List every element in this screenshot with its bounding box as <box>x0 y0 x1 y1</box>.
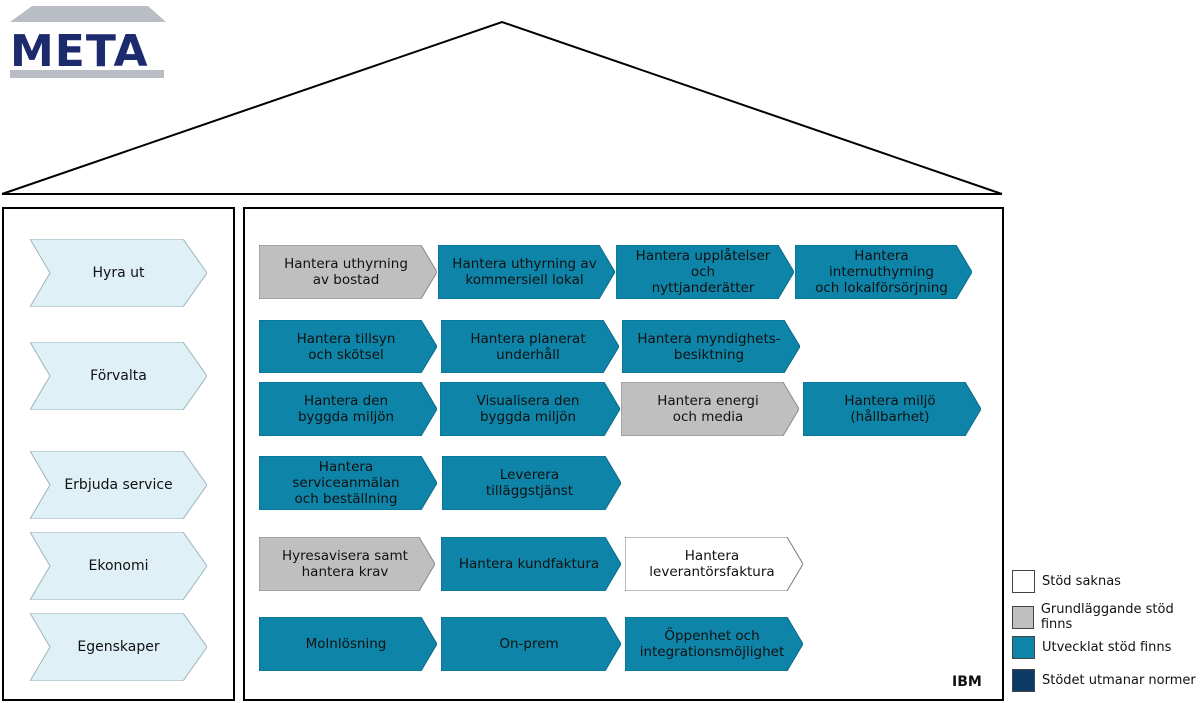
legend-label: Grundläggande stöd finns <box>1040 602 1174 632</box>
category-förvalta: Förvalta <box>30 342 207 410</box>
capability-chevron: Hantera den byggda miljön <box>259 382 437 436</box>
capability-chevron: Hantera kundfaktura <box>441 537 621 591</box>
legend-swatch <box>1012 669 1035 692</box>
category-column-frame <box>2 207 235 701</box>
capability-label: Hantera upplåtelser och nyttjanderätter <box>635 248 771 296</box>
capability-chevron: Hantera upplåtelser och nyttjanderätter <box>616 245 794 299</box>
category-label: Erbjuda service <box>64 477 173 493</box>
legend-label: Utvecklat stöd finns <box>1042 640 1172 655</box>
capability-chevron: Hantera planerat underhåll <box>441 320 619 373</box>
legend-item: Grundläggande stöd finns <box>1012 602 1200 632</box>
capability-chevron: Hantera leverantörsfaktura <box>625 537 803 591</box>
capability-chevron: Hantera energi och media <box>621 382 799 436</box>
capability-label: Hantera serviceanmälan och beställning <box>292 459 400 507</box>
category-label: Ekonomi <box>88 558 149 574</box>
capability-label: Hantera uthyrning av bostad <box>284 256 408 288</box>
legend-label: Stödet utmanar normer <box>1042 673 1196 688</box>
capability-chevron: Hantera tillsyn och skötsel <box>259 320 437 373</box>
capability-chevron: On-prem <box>441 617 621 671</box>
legend-item: Stödet utmanar normer <box>1012 669 1196 692</box>
capability-chevron: Hantera internuthyrning och lokalförsörj… <box>795 245 972 299</box>
logo-roof-graphic <box>10 6 166 78</box>
legend-swatch <box>1012 636 1035 659</box>
legend-swatch <box>1012 570 1035 593</box>
capability-label: Visualisera den byggda miljön <box>476 393 580 425</box>
capability-chevron: Hantera uthyrning av bostad <box>259 245 437 299</box>
vendor-label: IBM <box>952 674 982 690</box>
capability-label: Hantera myndighets- besiktning <box>637 330 781 363</box>
capability-chevron: Hantera serviceanmälan och beställning <box>259 456 437 510</box>
capability-chevron: Hantera miljö (hållbarhet) <box>803 382 981 436</box>
category-label: Förvalta <box>90 368 147 384</box>
capability-label: Hantera den byggda miljön <box>297 393 395 425</box>
legend-label: Stöd saknas <box>1042 574 1121 589</box>
capability-area-frame <box>243 207 1004 701</box>
category-ekonomi: Ekonomi <box>30 532 207 600</box>
capability-label: On-prem <box>499 636 559 652</box>
category-hyra-ut: Hyra ut <box>30 239 207 307</box>
capability-label: Öppenhet och integrationsmöjlighet <box>639 628 785 660</box>
capability-label: Hantera energi och media <box>657 393 759 425</box>
capability-label: Hantera leverantörsfaktura <box>649 548 775 580</box>
category-egenskaper: Egenskaper <box>30 613 207 681</box>
capability-label: Leverera tilläggstjänst <box>485 467 574 499</box>
capability-chevron: Molnlösning <box>259 617 437 671</box>
capability-label: Hantera internuthyrning och lokalförsörj… <box>815 248 948 296</box>
capability-chevron: Öppenhet och integrationsmöjlighet <box>625 617 803 671</box>
capability-chevron: Leverera tilläggstjänst <box>442 456 621 510</box>
capability-label: Hantera uthyrning av kommersiell lokal <box>452 256 597 288</box>
capability-chevron: Hantera myndighets- besiktning <box>622 320 800 373</box>
capability-label: Hantera kundfaktura <box>458 556 600 572</box>
category-label: Egenskaper <box>77 639 160 655</box>
category-label: Hyra ut <box>92 265 145 281</box>
capability-label: Hyresavisera samt hantera krav <box>282 548 408 580</box>
capability-chevron: Visualisera den byggda miljön <box>440 382 620 436</box>
capability-label: Molnlösning <box>305 636 387 652</box>
capability-chevron: Hantera uthyrning av kommersiell lokal <box>438 245 615 299</box>
legend-item: Utvecklat stöd finns <box>1012 636 1171 659</box>
capability-label: Hantera tillsyn och skötsel <box>296 330 396 363</box>
category-erbjuda-service: Erbjuda service <box>30 451 207 519</box>
logo-text: META <box>10 26 149 77</box>
capability-label: Hantera miljö (hållbarhet) <box>844 393 936 425</box>
legend-item: Stöd saknas <box>1012 570 1121 593</box>
legend-swatch <box>1012 605 1034 629</box>
capability-label: Hantera planerat underhåll <box>470 330 586 363</box>
capability-chevron: Hyresavisera samt hantera krav <box>259 537 435 591</box>
